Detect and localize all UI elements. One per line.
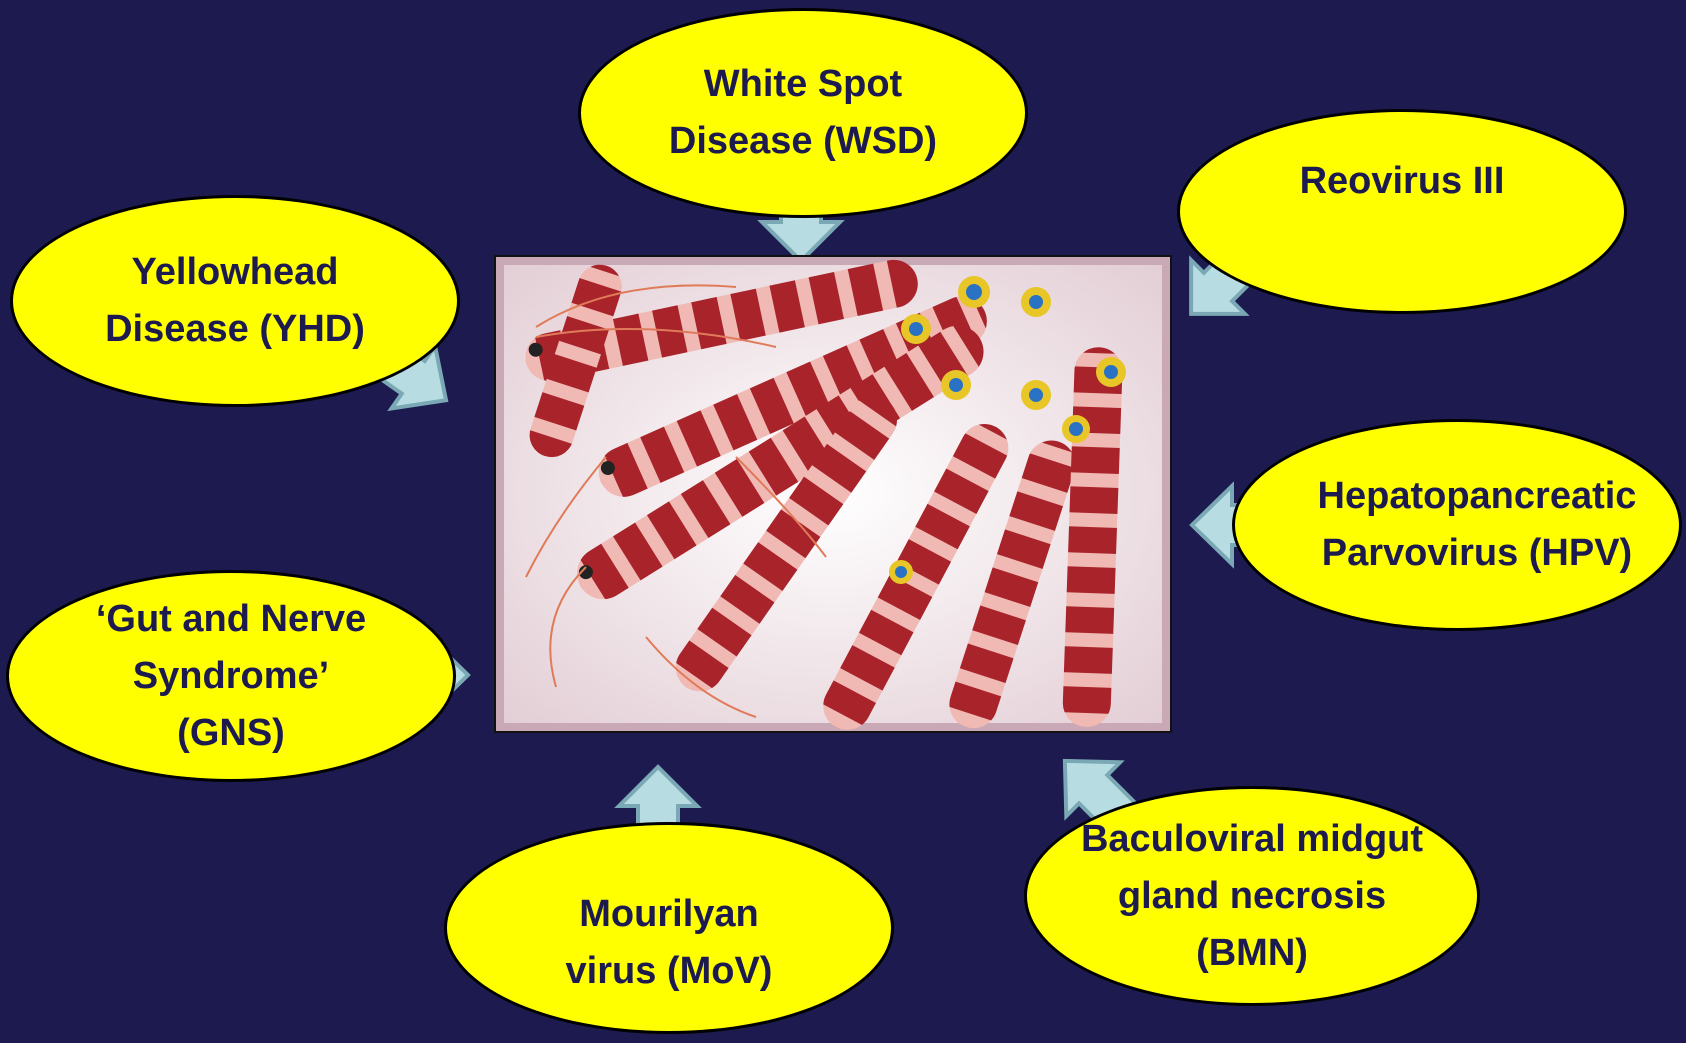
node-wsd: White Spot Disease (WSD) [578,8,1028,218]
node-yhd-line-1: Yellowhead [132,244,339,301]
node-gns-line-3: (GNS) [177,705,285,762]
node-gns-line-1: ‘Gut and Nerve [96,591,366,648]
node-reovirus: Reovirus III [1177,109,1627,314]
node-bmn-line-2: gland necrosis [1118,868,1386,925]
node-mov-line-2: virus (MoV) [566,943,773,1000]
node-bmn-line-3: (BMN) [1196,925,1308,982]
node-bmn: Baculoviral midgut gland necrosis (BMN) [1024,786,1480,1006]
node-hpv: Hepatopancreatic Parvovirus (HPV) [1232,419,1682,631]
node-reovirus-line-1: Reovirus III [1300,153,1505,210]
node-bmn-line-1: Baculoviral midgut [1081,811,1423,868]
node-gns-line-2: Syndrome’ [133,648,329,705]
node-wsd-line-1: White Spot [704,56,902,113]
shrimp-photo-icon [496,257,1170,731]
node-wsd-line-2: Disease (WSD) [669,113,937,170]
node-yhd-line-2: Disease (YHD) [105,301,365,358]
node-yhd: Yellowhead Disease (YHD) [10,195,460,407]
node-gns: ‘Gut and Nerve Syndrome’ (GNS) [6,570,456,782]
node-mov-line-1: Mourilyan [579,886,758,943]
node-hpv-line-2: Parvovirus (HPV) [1322,525,1632,582]
shrimp-photo [494,255,1172,733]
node-mov: Mourilyan virus (MoV) [444,822,894,1034]
node-hpv-line-1: Hepatopancreatic [1318,468,1637,525]
